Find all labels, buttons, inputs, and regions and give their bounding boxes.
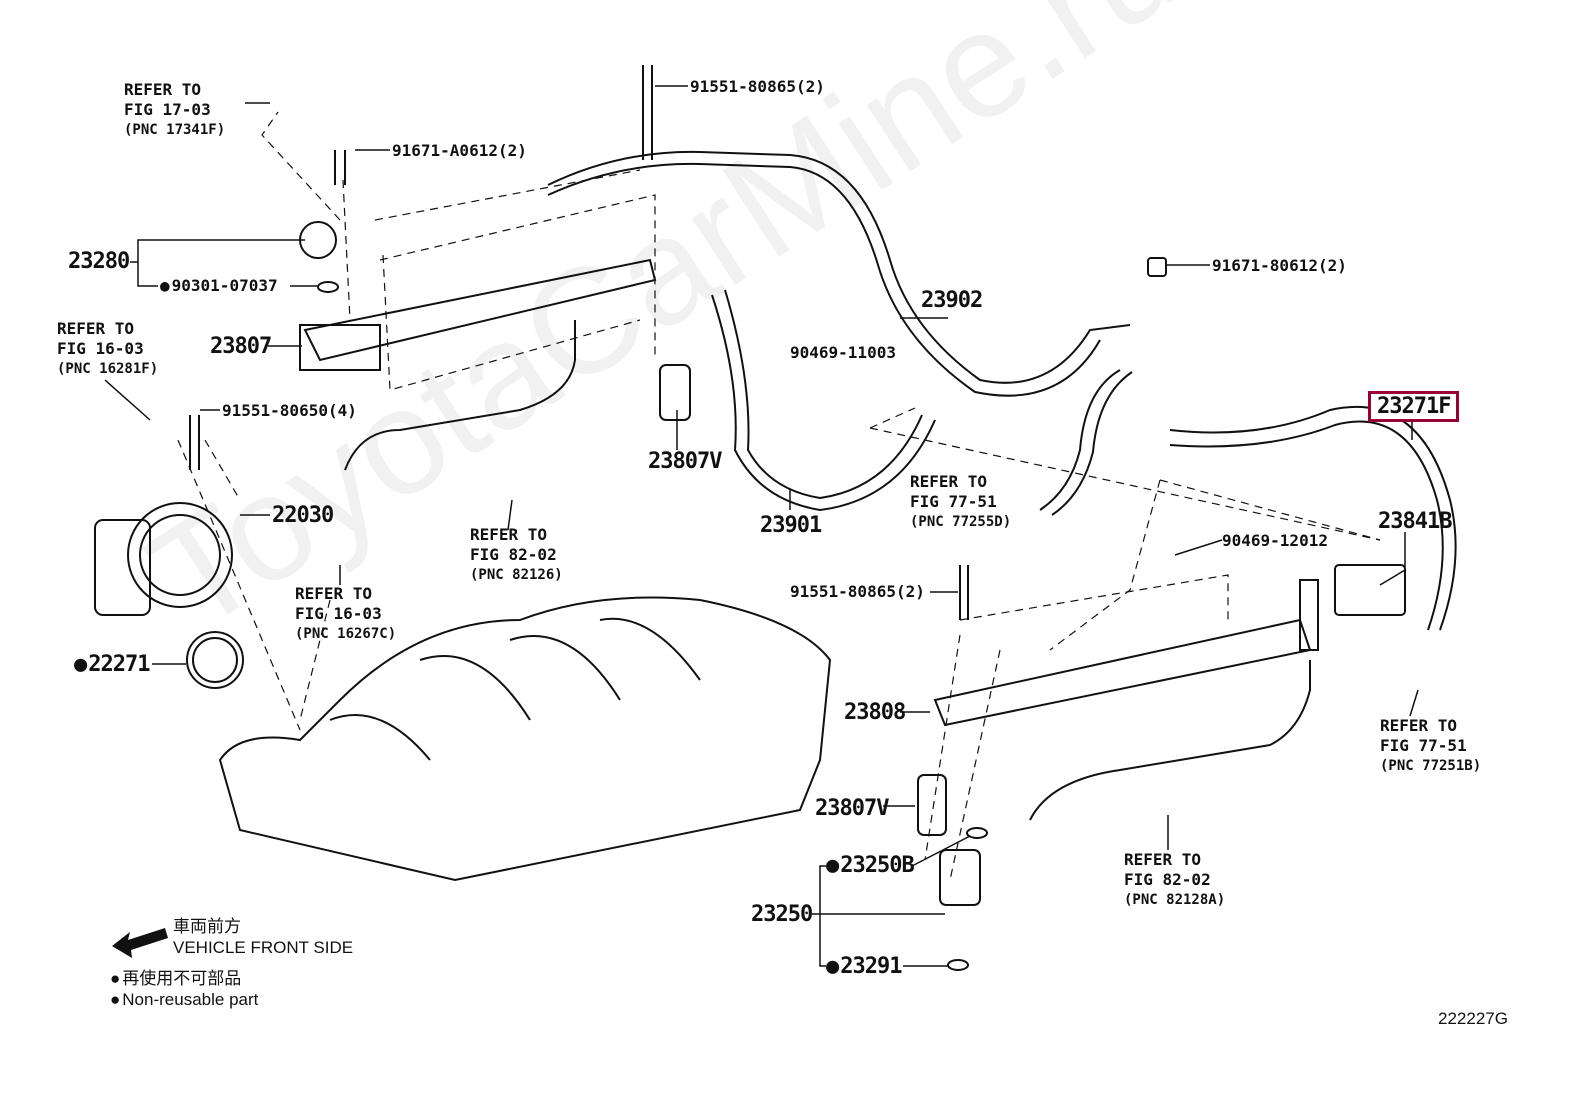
nonreuse-jp: 再使用不可部品 <box>110 968 258 989</box>
callout-22271[interactable]: 22271 <box>74 652 150 677</box>
ref-line2: FIG 82-02 <box>470 545 557 564</box>
throttle-body <box>94 502 233 616</box>
callout-23808[interactable]: 23808 <box>844 700 906 725</box>
ref-line2: FIG 16-03 <box>57 339 144 358</box>
intake-manifold <box>218 596 832 882</box>
bolts <box>189 65 1167 620</box>
refer-fig-16-03-b: REFER TO FIG 16-03 (PNC 16267C) <box>295 584 396 644</box>
callout-23291[interactable]: 23291 <box>826 954 902 979</box>
figure-id: 222227G <box>1438 1009 1508 1028</box>
callout-91671-a0612[interactable]: 91671-A0612(2) <box>392 141 527 160</box>
refer-fig-77-51-b: REFER TO FIG 77-51 (PNC 77251B) <box>1380 716 1481 776</box>
fuel-hoses <box>547 150 1457 631</box>
callout-23250[interactable]: 23250 <box>751 902 813 927</box>
nonreuse-en: Non-reusable part <box>110 989 258 1010</box>
callout-90469-11003[interactable]: 90469-11003 <box>790 343 896 362</box>
ref-pnc: (PNC 77251B) <box>1380 758 1482 774</box>
refer-fig-17-03: REFER TO FIG 17-03 (PNC 17341F) <box>124 80 225 140</box>
ref-line1: REFER TO <box>295 584 373 603</box>
dashed-guides <box>177 111 1381 881</box>
ref-pnc: (PNC 16281F) <box>57 361 159 377</box>
callout-91551-80865-mid[interactable]: 91551-80865(2) <box>790 582 925 601</box>
gasket-22271 <box>186 631 244 689</box>
ref-line1: REFER TO <box>124 80 202 99</box>
callout-22030[interactable]: 22030 <box>272 503 334 528</box>
callout-90301-07037[interactable]: 90301-07037 <box>160 276 278 295</box>
callout-91551-80650[interactable]: 91551-80650(4) <box>222 401 357 420</box>
ref-line1: REFER TO <box>470 525 548 544</box>
wire-harnesses <box>344 320 1311 821</box>
callout-23901[interactable]: 23901 <box>760 513 822 538</box>
refer-fig-77-51-a: REFER TO FIG 77-51 (PNC 77255D) <box>910 472 1011 532</box>
ref-pnc: (PNC 82128A) <box>1124 892 1226 908</box>
ref-line1: REFER TO <box>910 472 988 491</box>
callout-23271f-highlighted[interactable]: 23271F <box>1368 391 1460 422</box>
nonreusable-legend: 再使用不可部品 Non-reusable part <box>110 968 258 1010</box>
fuel-rails <box>299 258 1319 727</box>
callout-23250b[interactable]: 23250B <box>826 853 914 878</box>
refer-fig-82-02-b: REFER TO FIG 82-02 (PNC 82128A) <box>1124 850 1225 910</box>
callout-23807[interactable]: 23807 <box>210 334 272 359</box>
callout-23807v-top[interactable]: 23807V <box>648 449 722 474</box>
callout-23807v-bottom[interactable]: 23807V <box>815 796 889 821</box>
ref-pnc: (PNC 17341F) <box>124 122 226 138</box>
front-en: VEHICLE FRONT SIDE <box>173 938 354 957</box>
callout-91671-80612[interactable]: 91671-80612(2) <box>1212 256 1347 275</box>
vehicle-front-legend: 車両前方 VEHICLE FRONT SIDE <box>173 916 353 958</box>
ref-line2: FIG 77-51 <box>1380 736 1467 755</box>
callout-91551-80865-top[interactable]: 91551-80865(2) <box>690 77 825 96</box>
front-arrow <box>112 928 168 958</box>
ref-line2: FIG 16-03 <box>295 604 382 623</box>
pulsation-damper-23280 <box>299 221 339 293</box>
front-jp: 車両前方 <box>173 917 241 936</box>
ref-pnc: (PNC 16267C) <box>295 626 397 642</box>
ref-pnc: (PNC 77255D) <box>910 514 1012 530</box>
ref-line2: FIG 77-51 <box>910 492 997 511</box>
injectors <box>659 364 988 971</box>
ref-line1: REFER TO <box>1380 716 1458 735</box>
refer-fig-82-02-a: REFER TO FIG 82-02 (PNC 82126) <box>470 525 563 585</box>
callout-23902[interactable]: 23902 <box>921 288 983 313</box>
refer-fig-16-03-a: REFER TO FIG 16-03 (PNC 16281F) <box>57 319 158 379</box>
ref-line1: REFER TO <box>57 319 135 338</box>
leader-lines <box>104 85 1419 967</box>
ref-line2: FIG 82-02 <box>1124 870 1211 889</box>
ref-line1: REFER TO <box>1124 850 1202 869</box>
ref-pnc: (PNC 82126) <box>470 567 563 583</box>
callout-23841b[interactable]: 23841B <box>1378 509 1452 534</box>
pump-23841B <box>1334 564 1406 616</box>
callout-90469-12012[interactable]: 90469-12012 <box>1222 531 1328 550</box>
callout-23280[interactable]: 23280 <box>68 249 130 274</box>
ref-line2: FIG 17-03 <box>124 100 211 119</box>
